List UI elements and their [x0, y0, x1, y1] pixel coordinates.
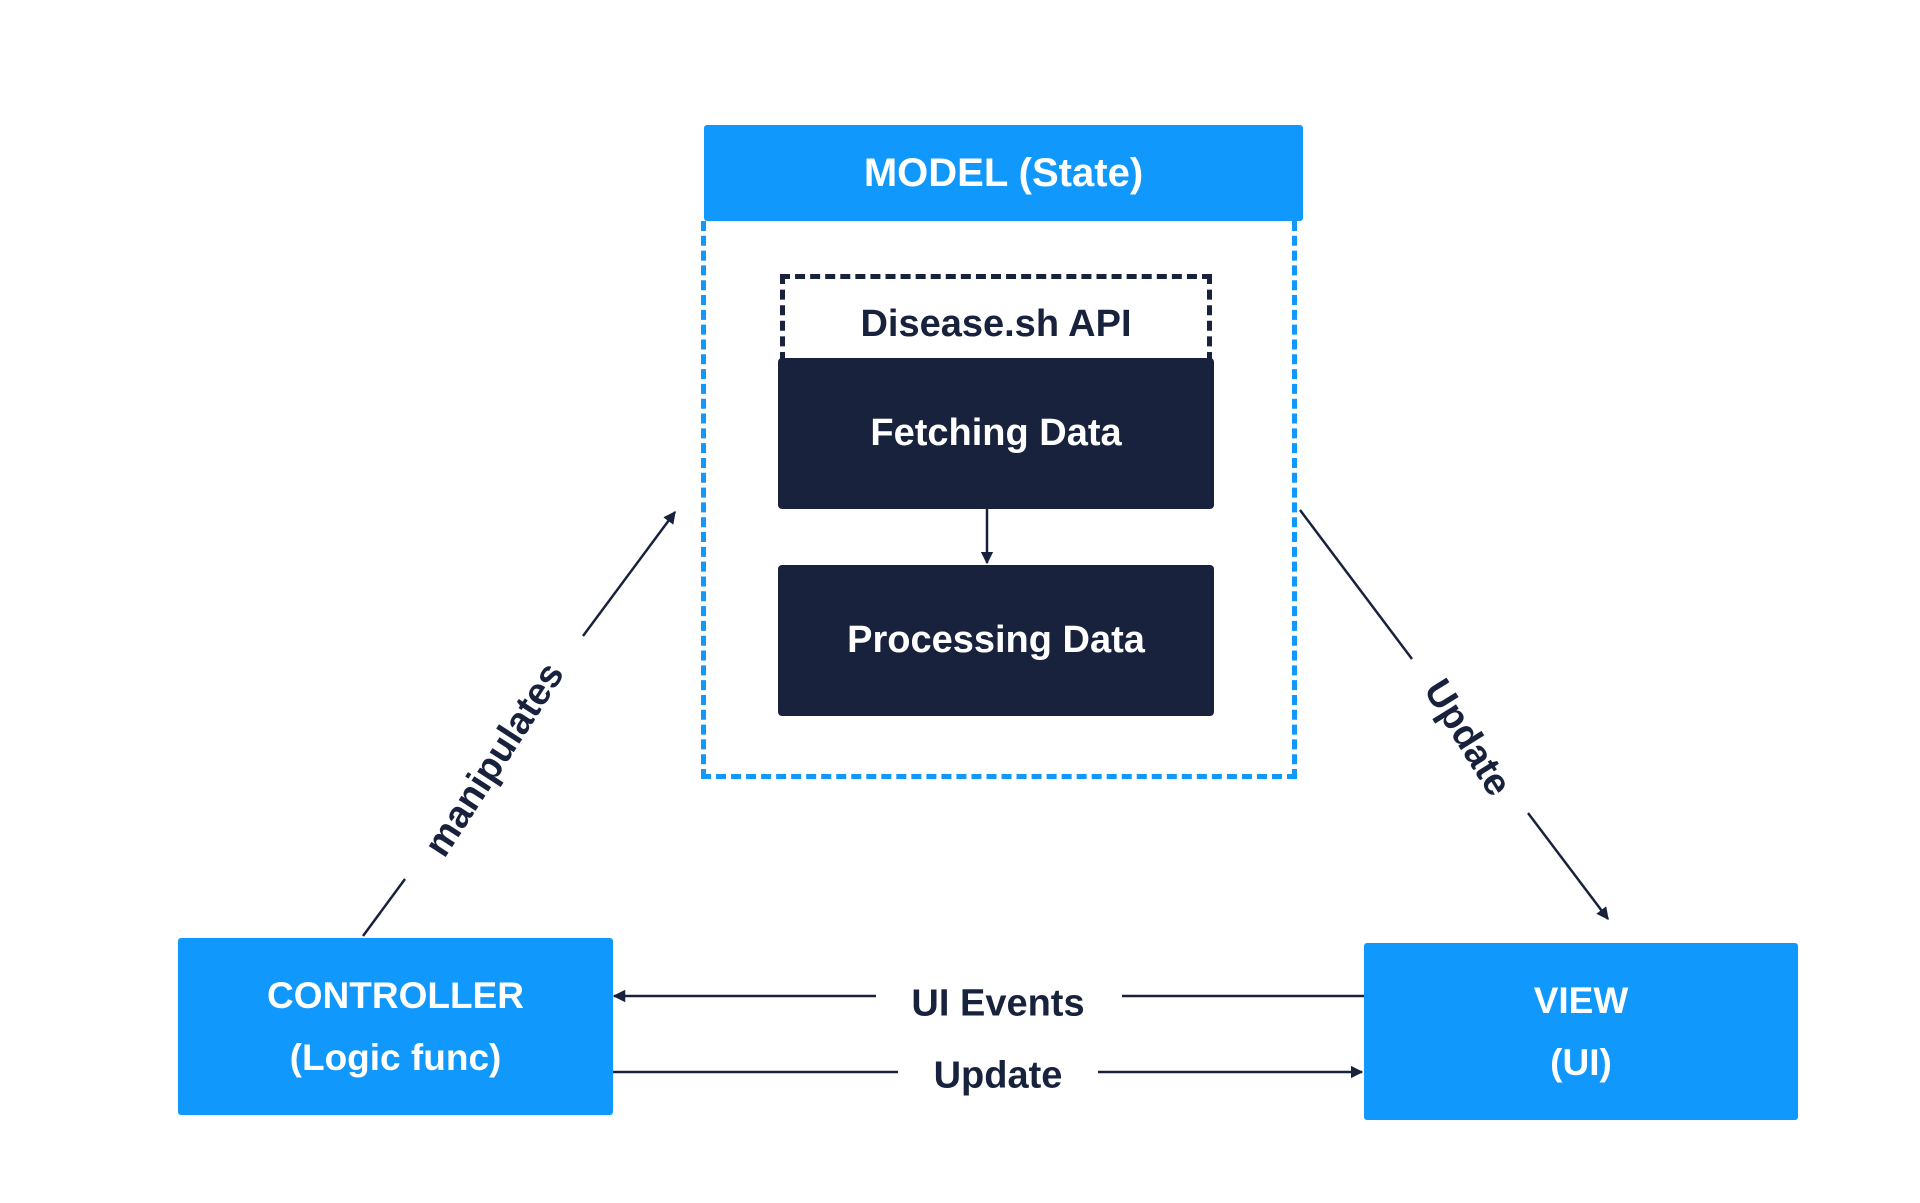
view-box: VIEW (UI)	[1364, 943, 1798, 1120]
processing-data-label: Processing Data	[847, 619, 1145, 661]
api-label: Disease.sh API	[860, 303, 1132, 345]
controller-box: CONTROLLER (Logic func)	[178, 938, 613, 1115]
manipulates-arrow-lower	[361, 878, 407, 937]
fetching-data-box: Fetching Data	[778, 358, 1214, 509]
update-right-arrow-lower	[1527, 812, 1609, 920]
model-container	[701, 221, 1297, 779]
controller-subtitle: (Logic func)	[289, 1036, 502, 1078]
ui-events-label: UI Events	[911, 982, 1085, 1025]
controller-title: CONTROLLER	[267, 974, 524, 1016]
processing-data-box: Processing Data	[778, 565, 1214, 716]
model-title: MODEL (State)	[863, 150, 1144, 195]
update-right-arrow-upper	[1299, 509, 1413, 660]
fetching-data-label: Fetching Data	[870, 412, 1122, 454]
model-header: MODEL (State)	[704, 125, 1303, 221]
api-container: Disease.sh API	[780, 274, 1212, 362]
view-subtitle: (UI)	[1550, 1041, 1612, 1083]
update-controller-to-view-label: Update	[933, 1054, 1063, 1097]
view-title: VIEW	[1533, 979, 1629, 1021]
manipulates-arrow-upper	[581, 510, 677, 637]
